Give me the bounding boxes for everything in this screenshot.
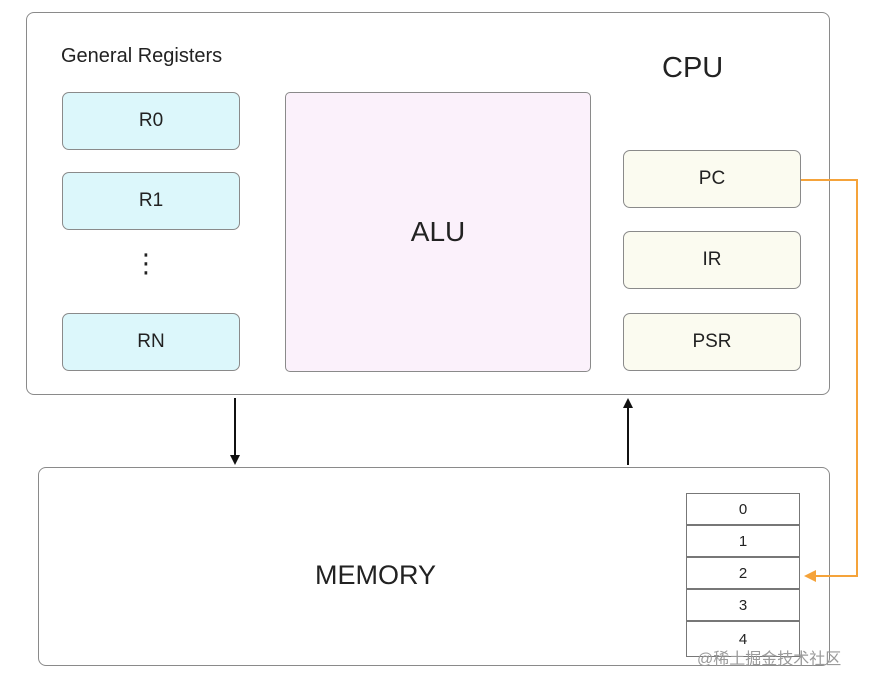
memory-cell-2: 2 — [686, 557, 800, 589]
cpu-title: CPU — [662, 52, 724, 84]
memory-cell-0: 0 — [686, 493, 800, 525]
register-rn: RN — [62, 313, 240, 371]
register-r1: R1 — [62, 172, 240, 230]
alu-block: ALU — [285, 92, 591, 372]
memory-title: MEMORY — [315, 560, 437, 590]
general-registers-heading: General Registers — [61, 45, 223, 67]
register-ellipsis: ⋮ — [133, 248, 159, 278]
register-psr: PSR — [623, 313, 801, 371]
register-r0: R0 — [62, 92, 240, 150]
register-pc: PC — [623, 150, 801, 208]
memory-cell-3: 3 — [686, 589, 800, 621]
memory-cell-4: 4 — [686, 621, 800, 657]
register-ir: IR — [623, 231, 801, 289]
memory-cell-1: 1 — [686, 525, 800, 557]
watermark: @稀土掘金技术社区 — [697, 651, 842, 668]
